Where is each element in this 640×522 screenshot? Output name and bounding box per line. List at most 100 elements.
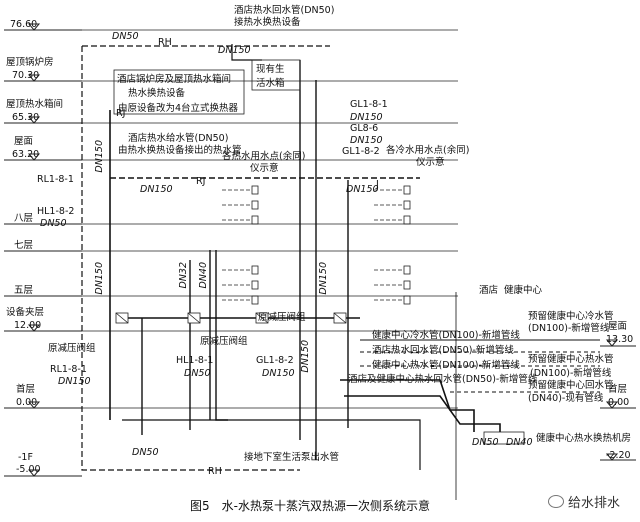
valve-cross <box>187 312 201 324</box>
right-level-roof: 屋面 <box>608 321 628 332</box>
label-plant-room: 健康中心热水换热机房 <box>536 433 632 444</box>
label-existing-tank: 现有生 <box>256 64 285 75</box>
label-boiler-change: 由原设备改为4台立式换热器 <box>118 103 239 114</box>
label-prv-3: 原减压阀组 <box>258 312 306 323</box>
right-level-0: 0.00 <box>608 397 630 408</box>
level-elev-12: 12.00 <box>14 320 42 331</box>
tag-dn150-gl: DN150 <box>350 112 383 123</box>
fixture-box <box>251 280 259 290</box>
level-name-5f: 五层 <box>14 285 34 296</box>
boiler-room-box <box>113 69 245 115</box>
fixture-group <box>374 185 411 225</box>
label-hotel-return-top: 酒店热水回水管(DN50) <box>234 5 335 16</box>
elevation-marker <box>27 23 41 31</box>
fixture-box <box>403 215 411 225</box>
right-level-13: 13.30 <box>606 334 634 345</box>
fixture-box <box>403 185 411 195</box>
valve-cross <box>115 312 129 324</box>
plant-room-box <box>483 431 525 445</box>
tag-rj-1: RJ <box>116 108 126 119</box>
fixture-box <box>251 215 259 225</box>
figure-caption: 图5 水-水热泵十蒸汽双热源一次侧系统示意 <box>190 499 430 513</box>
level-name-7f: 七层 <box>14 240 34 251</box>
label-gl86: GL8-6 <box>350 123 379 134</box>
tag-dn150-riser-4: DN150 <box>300 340 311 373</box>
tag-j-1: J <box>376 179 379 190</box>
tag-dn150-rl: DN150 <box>58 376 91 387</box>
label-reserve-hot-2: (DN100)-新增管线 <box>530 368 612 379</box>
fixture-box <box>403 280 411 290</box>
valve-cross <box>333 312 347 324</box>
label-hot-points: 各热水用水点(余同) <box>222 151 306 162</box>
label-cold-points: 各冷水用水点(余同) <box>386 145 470 156</box>
label-rl181-bot: RL1-8-1 <box>50 364 87 375</box>
fixture-group <box>222 185 259 225</box>
tag-rj-2: RJ <box>196 176 206 187</box>
wechat-icon <box>548 495 564 508</box>
level-elev-0: 0.00 <box>16 397 38 408</box>
elevation-marker <box>27 469 41 477</box>
label-hl181-bot: HL1-8-1 <box>176 355 214 366</box>
level-name-roof-tank: 屋顶热水箱间 <box>6 99 64 110</box>
tag-dn50-top: DN50 <box>112 31 139 42</box>
elevation-marker <box>605 453 619 461</box>
fixture-box <box>251 200 259 210</box>
right-level-1f: 首层 <box>608 384 628 395</box>
tag-dn40-bot: DN40 <box>506 437 533 448</box>
tag-dn150-gl182: DN150 <box>262 368 295 379</box>
level-elev-70: 70.30 <box>12 70 40 81</box>
fixture-group <box>374 265 411 305</box>
tag-rh-1: RH <box>158 37 172 48</box>
label-health-center: 健康中心 <box>504 285 543 296</box>
tag-rh-2: RH <box>208 466 222 477</box>
label-gl182-bot: GL1-8-2 <box>256 355 294 366</box>
label-reserve-hot: 预留健康中心热水管 <box>528 354 614 365</box>
label-hotel-supply-2: 由热水换热设备接出的热水管 <box>118 145 242 156</box>
watermark: 给水排水 <box>548 492 620 511</box>
label-illus-2: 仪示意 <box>416 157 445 168</box>
level-elev-63: 63.20 <box>12 149 40 160</box>
label-existing-tank-2: 活水箱 <box>256 78 285 89</box>
level-elev-b1: -5.00 <box>16 464 41 475</box>
label-reserve-ret: 预留健康中心回水管 <box>528 380 614 391</box>
label-hotel-area: 酒店 <box>479 285 499 296</box>
level-elev-65: 65.30 <box>12 112 40 123</box>
tag-dn40: DN40 <box>198 262 209 289</box>
tag-dn50-hl: DN50 <box>40 218 67 229</box>
label-reserve-cold-2: (DN100)-新增管线 <box>528 323 610 334</box>
label-prv-1: 原减压阀组 <box>48 343 96 354</box>
fixture-box <box>403 200 411 210</box>
label-boiler-room: 酒店锅炉房及屋顶热水箱间 <box>117 74 232 85</box>
pipe-mid <box>215 250 228 421</box>
fixture-box <box>403 265 411 275</box>
label-basement-conn: 接地下室生活泵出水管 <box>244 452 340 463</box>
level-name-8f: 八层 <box>14 213 34 224</box>
label-hotel-return-top-2: 接热水换热设备 <box>234 17 301 28</box>
level-name-1f: 首层 <box>16 384 36 395</box>
label-rl181-top: RL1-8-1 <box>37 174 74 185</box>
elevation-marker <box>27 153 41 161</box>
watermark-text: 给水排水 <box>568 496 621 511</box>
elevation-marker <box>605 339 619 347</box>
tag-dn150-gl86: DN150 <box>350 135 383 146</box>
label-boiler-equip: 热水换热设备 <box>128 88 186 99</box>
fixture-box <box>251 265 259 275</box>
label-hot-new: 健康中心热水管(DN100)-新增管线 <box>372 360 520 371</box>
tag-dn150-roof-r: DN150 <box>346 184 379 195</box>
valve-cross <box>255 312 269 324</box>
label-prv-2: 原减压阀组 <box>200 336 248 347</box>
label-hot-return-new: 酒店热水回水管(DN50)-新增管线 <box>372 345 514 356</box>
label-hotel-supply: 酒店热水给水管(DN50) <box>128 133 229 144</box>
tag-dn150-riser-3: DN150 <box>318 262 329 295</box>
tag-dn50-bot-2: DN50 <box>472 437 499 448</box>
elevation-marker <box>605 401 619 409</box>
label-hot-return-common: 酒店及健康中心热水回水管(DN50)-新增管线 <box>348 374 538 385</box>
label-gl181-top: GL1-8-1 <box>350 99 388 110</box>
elevation-marker <box>27 74 41 82</box>
tag-dn50-bot-1: DN50 <box>132 447 159 458</box>
tag-dn150-riser-2: DN150 <box>94 262 105 295</box>
tag-dn150-roof: DN150 <box>140 184 173 195</box>
label-hl182-top: HL1-8-2 <box>37 206 75 217</box>
pipe-hotel-conn <box>340 379 475 432</box>
fixture-box <box>251 185 259 195</box>
